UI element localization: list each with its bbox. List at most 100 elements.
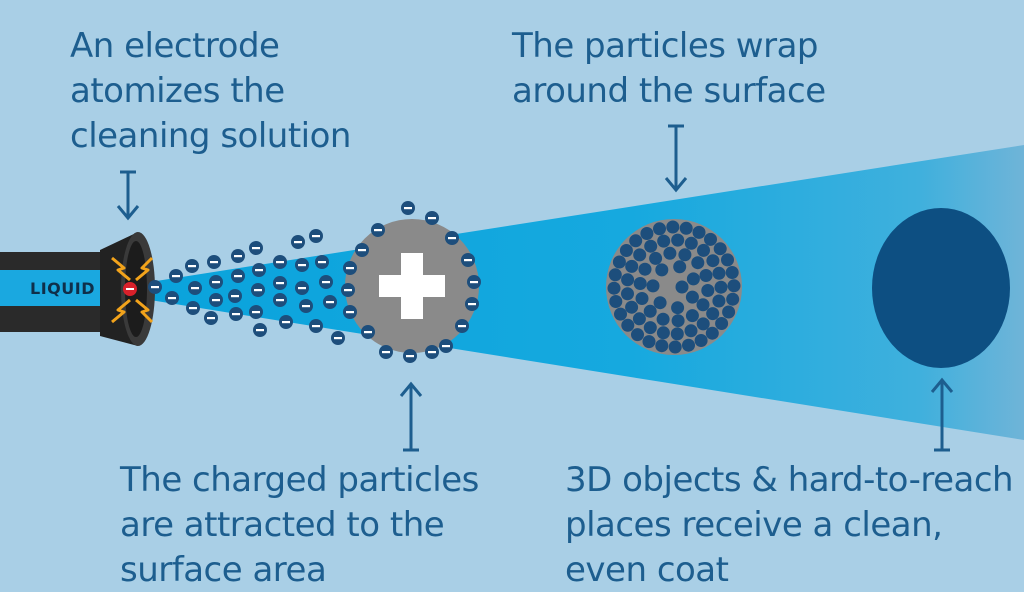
wrapped-particle (671, 314, 685, 328)
negative-particle (355, 243, 369, 257)
wrapped-particle (706, 307, 720, 321)
negative-particle (379, 345, 393, 359)
wrapped-particle (713, 242, 727, 256)
wrapped-particle (653, 222, 666, 236)
negative-particle (279, 315, 293, 329)
down-arrow-icon (116, 170, 140, 221)
wrapped-particle (694, 334, 708, 347)
negative-particle (425, 211, 439, 225)
negative-particle (249, 305, 263, 319)
up-arrow-icon (930, 377, 954, 452)
caption-line: 3D objects & hard-to-reach (565, 460, 1014, 500)
electrode-caption: An electrode atomizes the cleaning solut… (70, 24, 351, 159)
caption-line: surface area (120, 550, 327, 590)
wrapped-particle (655, 263, 669, 277)
wrapped-particle (642, 335, 656, 349)
wrapped-particle (653, 296, 667, 310)
wrapped-particle (699, 269, 713, 282)
wrapped-particle (671, 233, 685, 247)
negative-particle (148, 280, 162, 294)
wrapped-particle (656, 312, 670, 326)
negative-particle (273, 293, 287, 307)
wrapped-particle (701, 284, 715, 297)
negative-particle (273, 276, 287, 290)
caption-line: The particles wrap (512, 26, 818, 66)
wrapped-particle (715, 317, 729, 330)
hose-top (0, 252, 130, 270)
plus-sign-icon (379, 253, 445, 319)
negative-particle (425, 345, 439, 359)
wrapped-particle (686, 272, 700, 286)
wrapped-particle (614, 307, 627, 321)
wrapped-particle (629, 234, 643, 248)
wrapped-particle (633, 277, 647, 290)
wrapped-particle (714, 280, 728, 294)
negative-particle (253, 323, 267, 337)
wrapped-particle (655, 339, 669, 353)
caption-line: cleaning solution (70, 116, 351, 156)
wrapped-particle (643, 304, 657, 318)
wrapped-particle (649, 251, 663, 265)
negative-particle (209, 275, 223, 289)
coated-3d-object (872, 208, 1010, 368)
negative-particle (403, 349, 417, 363)
negative-particle (169, 269, 183, 283)
negative-particle (295, 281, 309, 295)
wrapped-particle (671, 301, 685, 315)
negative-particle (204, 311, 218, 325)
negative-particle (445, 231, 459, 245)
wrapped-particle (705, 326, 719, 340)
wrapped-particle (670, 327, 684, 341)
wrapped-particle (657, 234, 671, 248)
wrap-caption: The particles wrap around the surface (512, 24, 826, 114)
wrapped-particle (673, 260, 687, 274)
wrapped-particle (656, 326, 670, 340)
wrapped-particle (696, 298, 710, 312)
negative-particle (249, 241, 263, 255)
negative-particle (228, 289, 242, 303)
caption-line: atomizes the (70, 71, 285, 111)
negative-particle (188, 281, 202, 295)
wrapped-particle (625, 300, 639, 314)
wrapped-particle (640, 227, 654, 240)
wrapped-particle (609, 295, 623, 308)
negative-particle (273, 255, 287, 269)
negative-particle (371, 223, 385, 237)
charged-caption: The charged particles are attracted to t… (120, 458, 479, 592)
wrapped-particle (631, 328, 644, 342)
negative-particle (231, 249, 245, 263)
negative-particle (231, 269, 245, 283)
wrapped-particle (668, 340, 682, 354)
wrapped-particle (679, 221, 693, 235)
wrapped-particle (726, 292, 740, 306)
wrapped-particle (685, 290, 699, 304)
negative-particle (165, 291, 179, 305)
wrapped-particle (643, 321, 657, 335)
wrapped-particle (621, 287, 634, 301)
negative-particle (252, 263, 266, 277)
negative-particle (343, 261, 357, 275)
wrapped-particle (635, 292, 649, 305)
wrapped-particle (666, 220, 680, 234)
wrapped-particle (704, 232, 717, 246)
caption-line: are attracted to the (120, 505, 445, 545)
negative-particle (439, 339, 453, 353)
wrapped-particle (692, 225, 706, 239)
negative-particle (319, 275, 333, 289)
negative-particle (323, 295, 337, 309)
wrapped-particle (646, 279, 660, 293)
wrapped-particle (638, 262, 652, 276)
wrapped-particle (678, 248, 692, 262)
wrapped-particle (725, 266, 739, 279)
wrapped-particle (684, 324, 698, 338)
negative-particle (185, 259, 199, 273)
negative-particle (343, 305, 357, 319)
negative-particle (461, 253, 475, 267)
negative-particle (207, 255, 221, 269)
negative-particle (251, 283, 265, 297)
negative-particle (401, 201, 415, 215)
wrapped-particle (706, 254, 720, 268)
wrapped-particle (712, 266, 726, 280)
electrode-spark-icon (111, 256, 154, 324)
negative-particle (295, 258, 309, 272)
